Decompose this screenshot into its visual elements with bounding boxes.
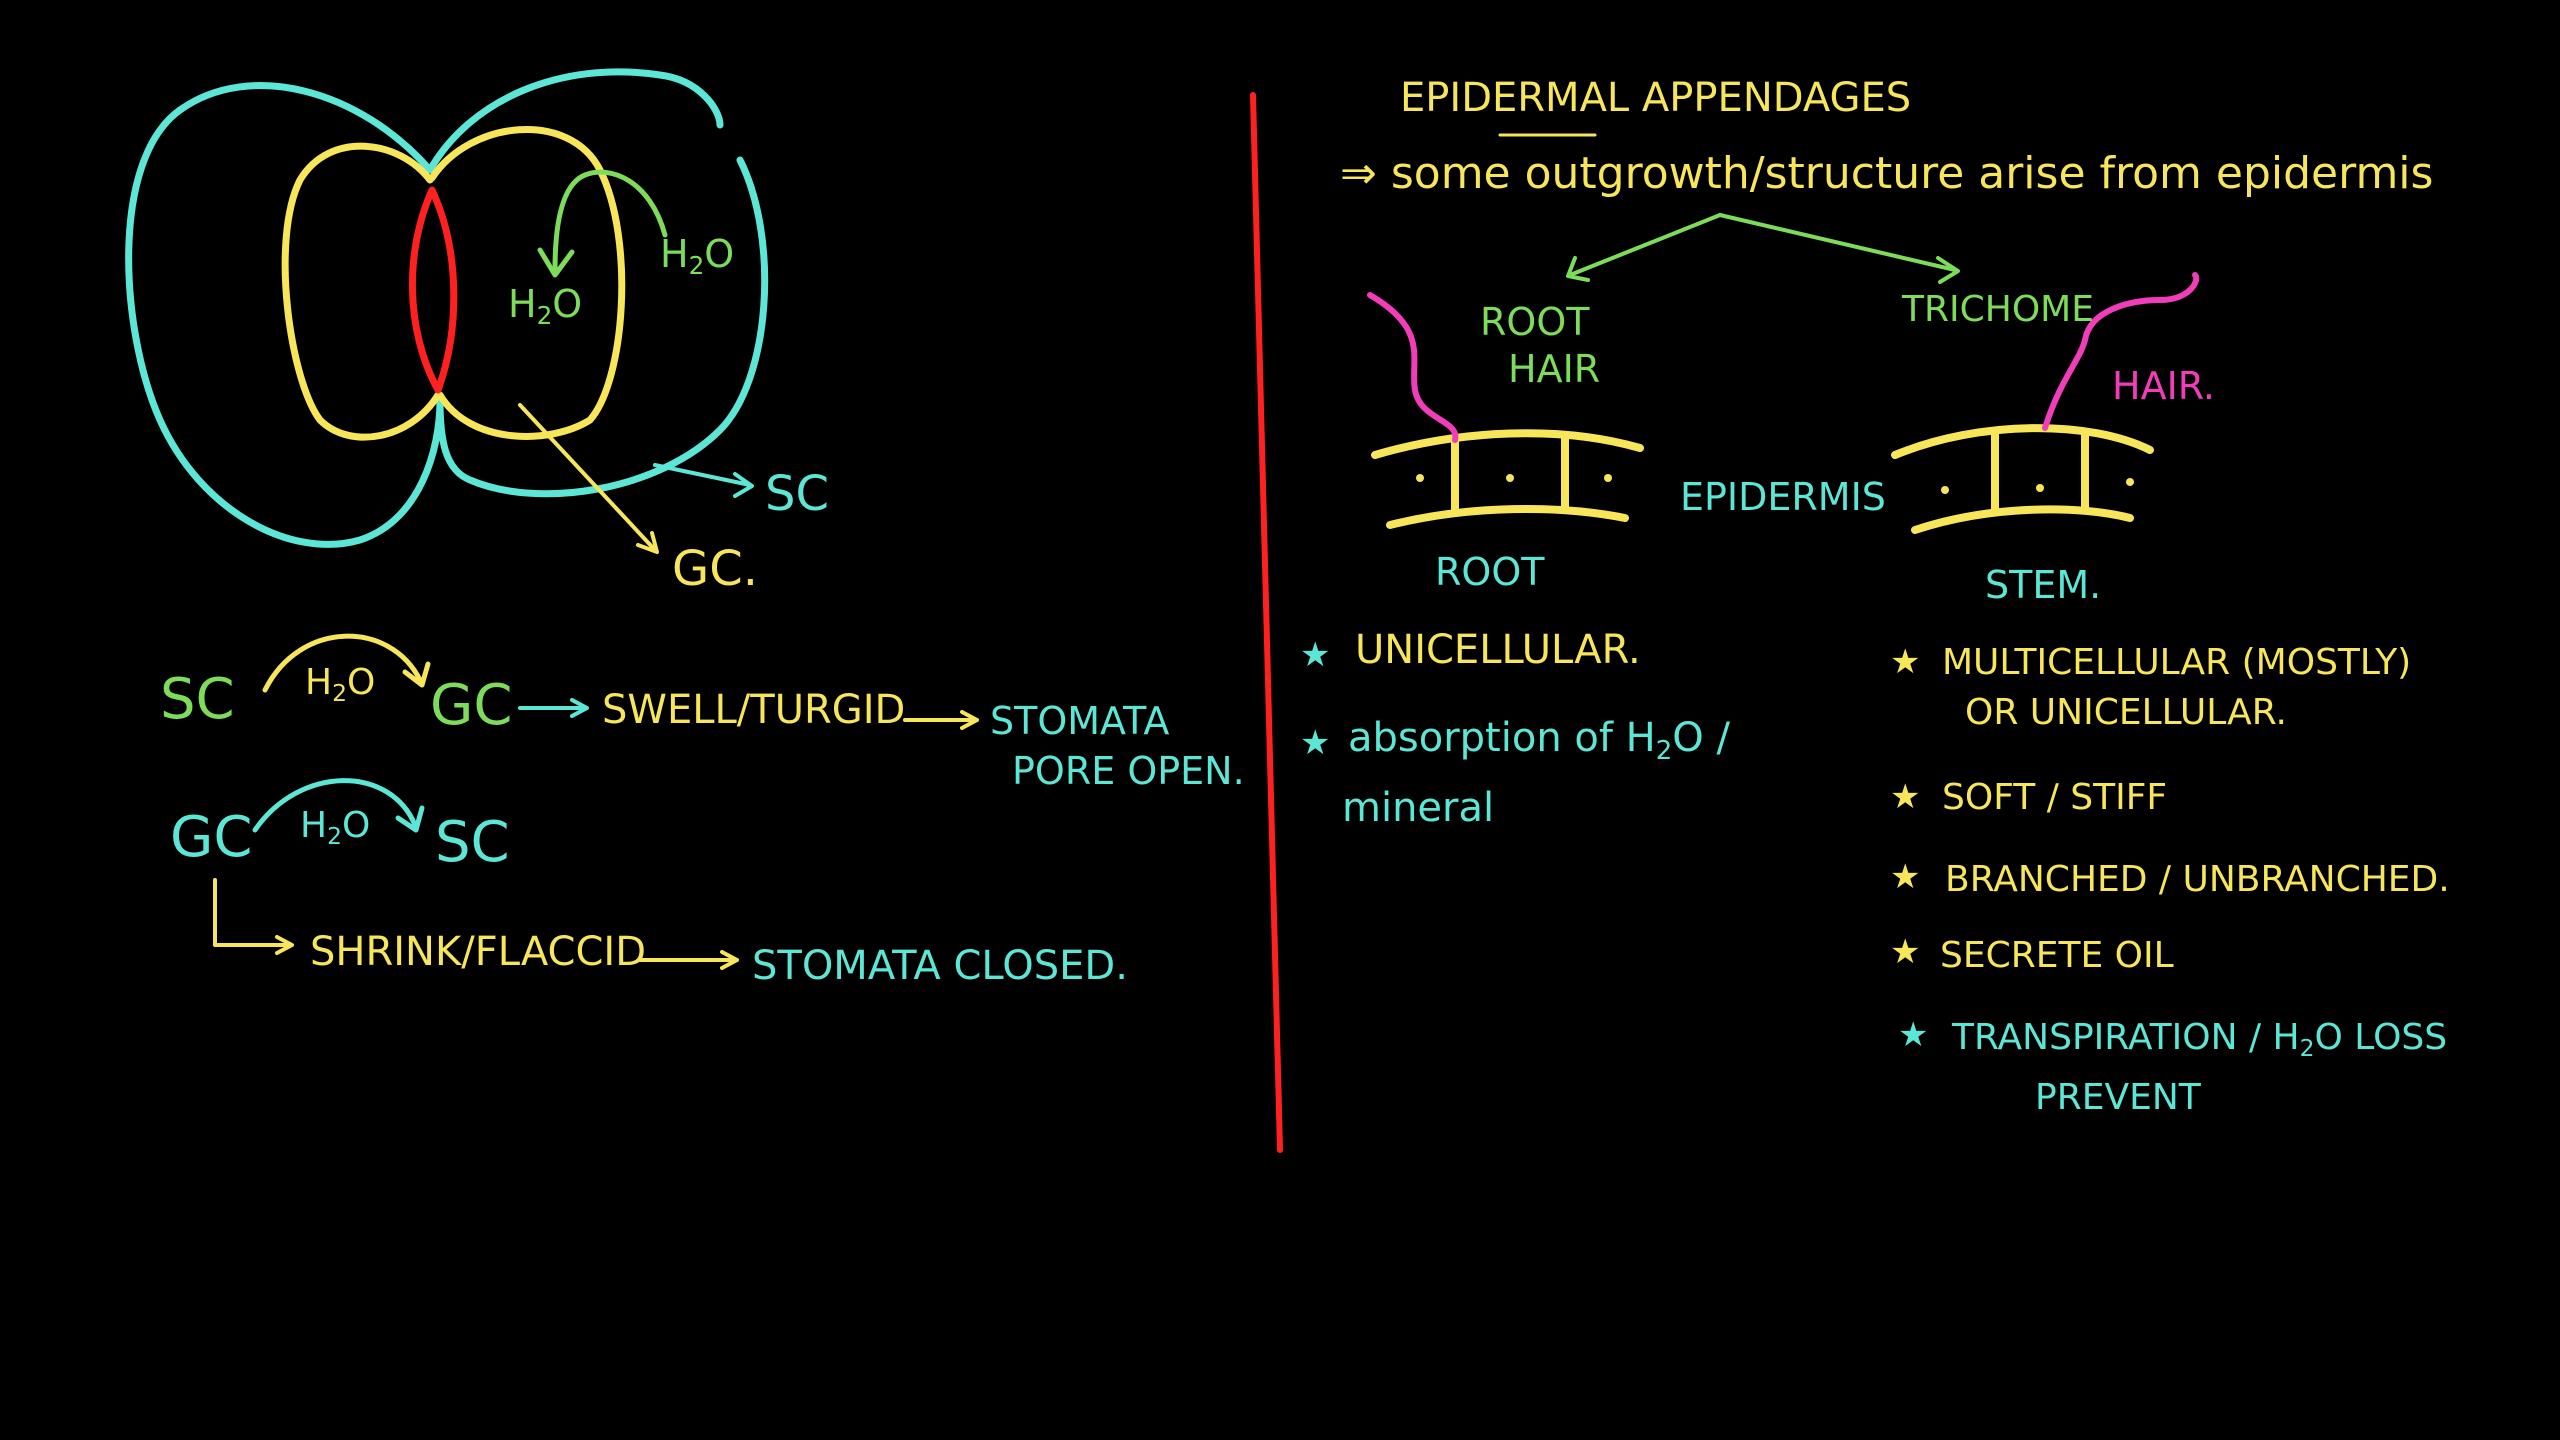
line1-result-1: STOMATA bbox=[990, 699, 1170, 743]
root-label: ROOT bbox=[1435, 550, 1545, 594]
line1-swell: SWELL/TURGID bbox=[602, 687, 906, 733]
guard-cell-left bbox=[281, 142, 442, 441]
line2-gc: GC bbox=[170, 805, 253, 870]
stem-hair-strand bbox=[2042, 272, 2200, 431]
branch-arrow-right-head bbox=[1936, 256, 1960, 284]
stem-epidermis-bottom bbox=[1911, 505, 2134, 534]
stem-bullet-4: ★ bbox=[1890, 932, 1921, 972]
line2-curve-arrowhead bbox=[395, 805, 425, 833]
gc-label: GC. bbox=[672, 541, 758, 597]
stem-epidermis-top bbox=[1891, 424, 2154, 459]
epidermis-label: EPIDERMIS bbox=[1680, 475, 1886, 519]
root-hair-strand bbox=[1367, 292, 1459, 443]
line2-h2o: H2O bbox=[300, 805, 371, 851]
root-hair-label-1: ROOT bbox=[1480, 300, 1590, 344]
sc-pointer-head bbox=[733, 472, 754, 498]
branch-arrow-left bbox=[1568, 213, 1722, 277]
divider-line bbox=[1250, 92, 1283, 1153]
page-title: EPIDERMAL APPENDAGES bbox=[1400, 75, 1912, 121]
root-point-unicellular: UNICELLULAR. bbox=[1355, 627, 1641, 673]
subsidiary-cell-left bbox=[125, 82, 444, 548]
line2-sc: SC bbox=[435, 810, 510, 875]
sc-pointer bbox=[653, 463, 752, 487]
line2-curve-arrow bbox=[252, 778, 418, 833]
line2-elbow bbox=[213, 878, 292, 947]
stem-nucleus-3 bbox=[2126, 478, 2134, 486]
hair-label: HAIR. bbox=[2112, 364, 2215, 408]
trichome-label: TRICHOME bbox=[1902, 289, 2094, 330]
definition: ⇒ some outgrowth/structure arise from ep… bbox=[1340, 148, 2434, 199]
stem-point-prevent: PREVENT bbox=[2035, 1077, 2201, 1118]
stem-point-soft-stiff: SOFT / STIFF bbox=[1942, 777, 2168, 818]
root-nucleus-1 bbox=[1416, 474, 1424, 482]
line2-shrink: SHRINK/FLACCID bbox=[310, 929, 647, 975]
stem-point-transpiration: TRANSPIRATION / H2O LOSS bbox=[1952, 1017, 2448, 1063]
line1-curve-arrow bbox=[262, 633, 423, 693]
root-point-absorption: absorption of H2O / bbox=[1348, 715, 1730, 766]
guard-cell-right bbox=[428, 126, 626, 440]
root-epidermis-top bbox=[1371, 429, 1644, 459]
stem-bullet-1: ★ bbox=[1890, 642, 1921, 682]
line1-arrow-1-head bbox=[570, 698, 589, 718]
stem-nucleus-2 bbox=[2036, 484, 2044, 492]
stem-nucleus-1 bbox=[1941, 486, 1949, 494]
line1-result-2: PORE OPEN. bbox=[1012, 749, 1245, 793]
stem-bullet-3: ★ bbox=[1890, 857, 1921, 897]
root-bullet-1: ★ bbox=[1300, 635, 1331, 675]
line1-curve-arrowhead bbox=[402, 661, 431, 688]
stem-bullet-2: ★ bbox=[1890, 777, 1921, 817]
h2o-label-inner: H2O bbox=[508, 282, 583, 331]
stem-point-unicellular: OR UNICELLULAR. bbox=[1965, 692, 2287, 733]
water-flow-arrowhead bbox=[537, 247, 575, 278]
line1-arrow-2-head bbox=[960, 710, 979, 730]
stem-point-secrete-oil: SECRETE OIL bbox=[1940, 935, 2174, 976]
h2o-label-outer: H2O bbox=[660, 232, 735, 281]
stem-bullet-5: ★ bbox=[1898, 1015, 1929, 1055]
root-epidermis-bottom bbox=[1386, 504, 1629, 529]
line1-gc: GC bbox=[430, 673, 513, 738]
subsidiary-cell-right bbox=[426, 68, 724, 174]
stomatal-pore bbox=[408, 186, 458, 394]
stem-point-multicellular: MULTICELLULAR (MOSTLY) bbox=[1942, 642, 2412, 683]
line2-arrow-head bbox=[720, 950, 739, 970]
water-flow-arrow bbox=[552, 169, 668, 273]
line1-h2o: H2O bbox=[305, 662, 376, 708]
stem-label: STEM. bbox=[1985, 563, 2102, 607]
root-bullet-2: ★ bbox=[1300, 723, 1331, 763]
sc-label: SC bbox=[765, 466, 829, 522]
branch-arrow-left-head bbox=[1566, 256, 1590, 282]
subsidiary-cell-right-outer bbox=[436, 156, 769, 498]
root-nucleus-3 bbox=[1604, 474, 1612, 482]
gc-pointer-head bbox=[636, 531, 659, 554]
line1-sc: SC bbox=[160, 667, 235, 732]
root-point-mineral: mineral bbox=[1342, 785, 1495, 831]
stem-point-branched: BRANCHED / UNBRANCHED. bbox=[1945, 859, 2450, 900]
line2-result: STOMATA CLOSED. bbox=[752, 943, 1128, 989]
root-nucleus-2 bbox=[1506, 474, 1514, 482]
root-hair-label-2: HAIR bbox=[1508, 347, 1601, 391]
line2-elbow-head bbox=[275, 935, 294, 955]
branch-arrow-right bbox=[1718, 213, 1957, 272]
gc-pointer bbox=[518, 403, 657, 552]
